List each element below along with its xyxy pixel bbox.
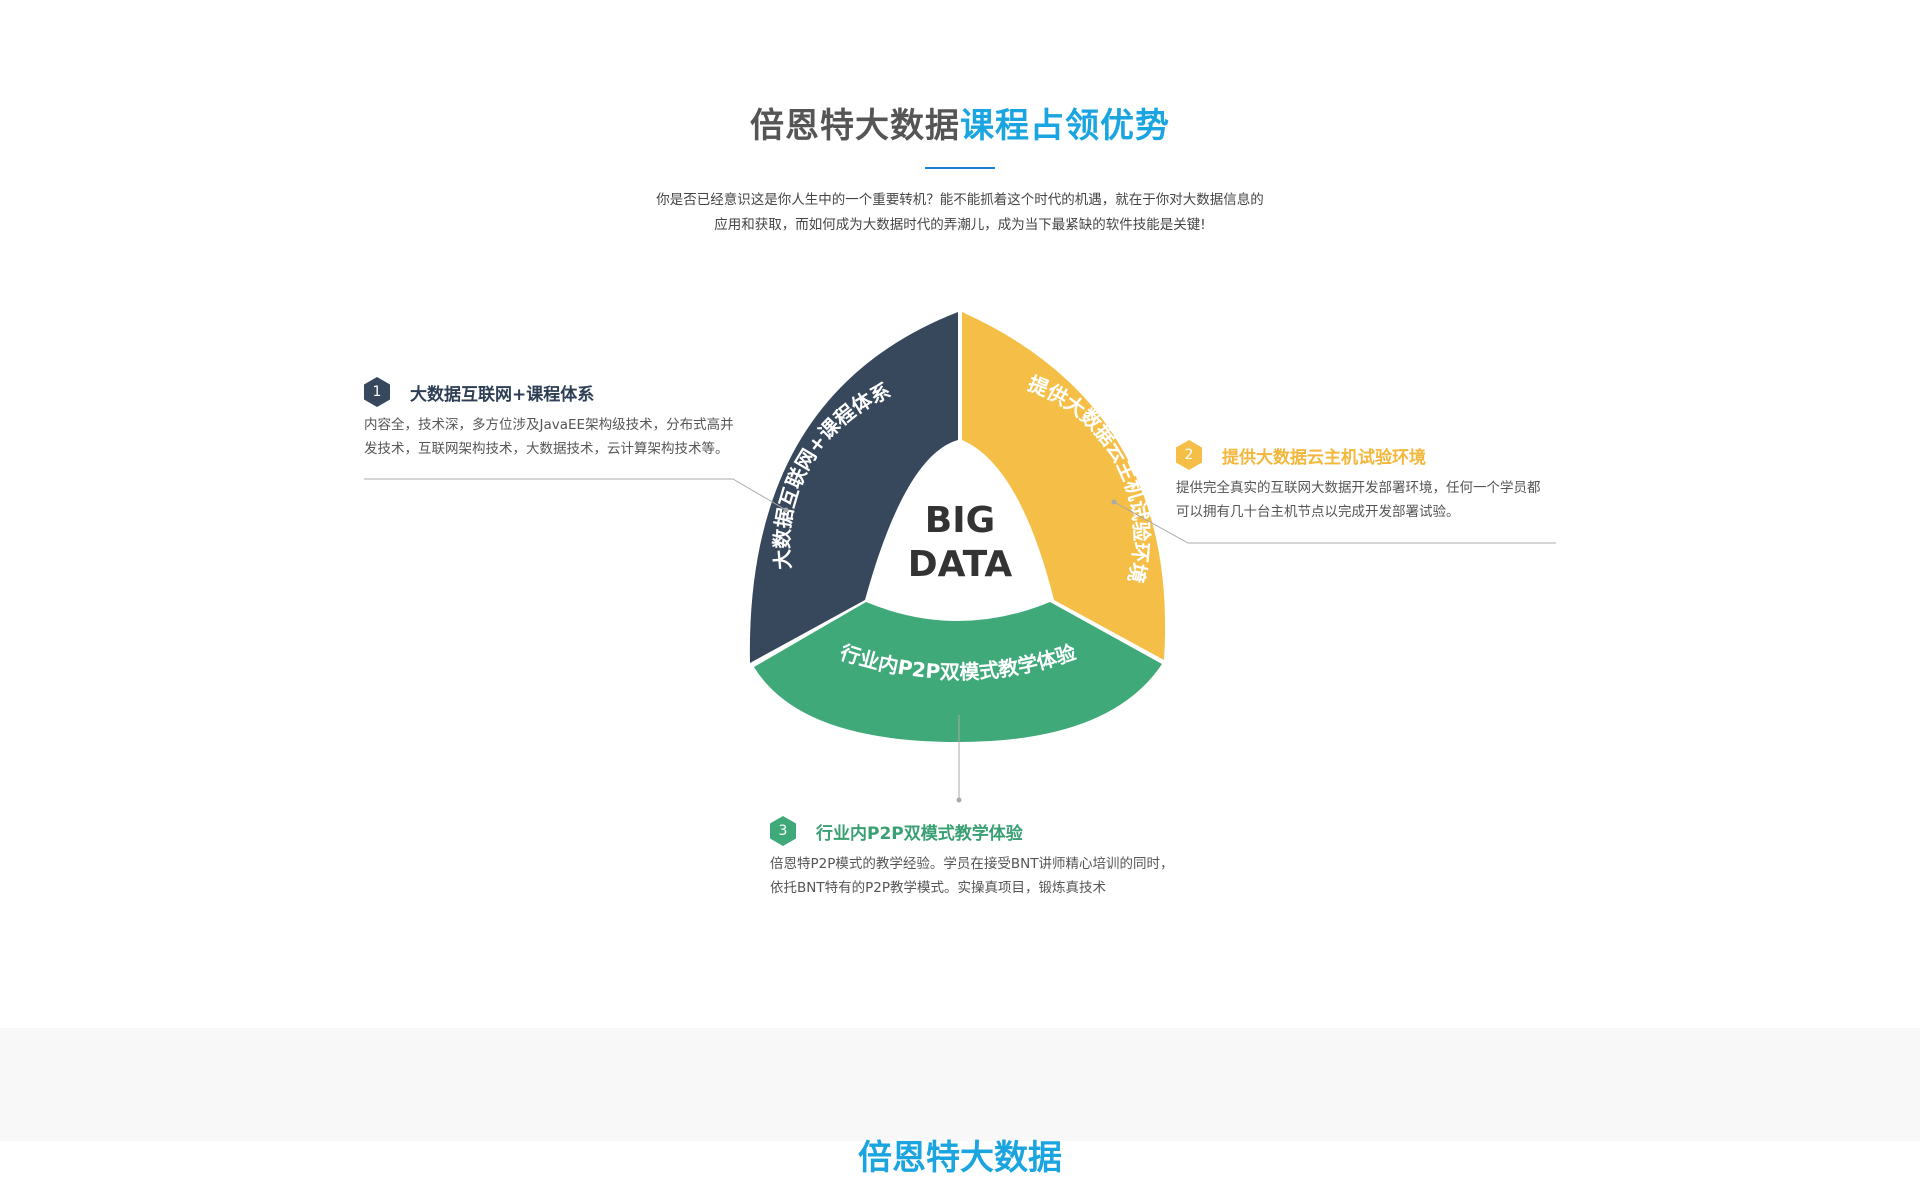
badge-number: 3: [778, 823, 788, 839]
badge-number: 2: [1184, 447, 1194, 463]
center-label-big: BIG: [925, 500, 995, 541]
hexagon-badge-icon: 1: [364, 377, 390, 407]
advantages-section: [0, 0, 1920, 1028]
feature-heading: 3 行业内P2P双模式教学体验: [770, 816, 1023, 846]
intro-line-1: 你是否已经意识这是你人生中的一个重要转机？能不能抓着这个时代的机遇，就在于你对大…: [656, 192, 1264, 208]
hexagon-badge-icon: 3: [770, 816, 796, 846]
feature-desc-line-2: 依托BNT特有的P2P教学模式。实操真项目，锻炼真技术: [770, 880, 1106, 896]
feature-description: 倍恩特P2P模式的教学经验。学员在接受BNT讲师精心培训的同时， 依托BNT特有…: [770, 852, 1173, 900]
feature-title: 大数据互联网+课程体系: [410, 384, 595, 405]
feature-desc-line-2: 可以拥有几十台主机节点以完成开发部署试验。: [1176, 504, 1460, 520]
feature-desc-line-1: 提供完全真实的互联网大数据开发部署环境，任何一个学员都: [1176, 480, 1541, 496]
segment-p2p: [754, 602, 1162, 742]
intro-text: 你是否已经意识这是你人生中的一个重要转机？能不能抓着这个时代的机遇，就在于你对大…: [610, 188, 1310, 238]
feature-heading: 1 大数据互联网+课程体系: [364, 377, 594, 407]
feature-title: 行业内P2P双模式教学体验: [816, 823, 1023, 844]
feature-desc-line-1: 倍恩特P2P模式的教学经验。学员在接受BNT讲师精心培训的同时，: [770, 856, 1174, 872]
connector-line-2: [1113, 501, 1556, 544]
big-data-diagram: 大数据互联网+课程体系 提供大数据云主机试验环境 行业内P2P双模式教学体验 B…: [364, 312, 1556, 803]
feature-description: 内容全，技术深，多方位涉及JavaEE架构级技术，分布式高并 发技术，互联网架构…: [364, 413, 734, 461]
title-part-gray: 倍恩特大数据: [750, 106, 960, 146]
connector-dot-2: [1111, 499, 1117, 505]
connector-dot-3: [956, 797, 962, 803]
title-part-blue: 课程占领优势: [960, 106, 1170, 146]
feature-heading: 2 提供大数据云主机试验环境: [1176, 440, 1426, 470]
page-title: 倍恩特大数据课程占领优势: [0, 100, 1920, 152]
badge-number: 1: [372, 384, 382, 400]
feature-desc-line-2: 发技术，互联网架构技术，大数据技术，云计算架构技术等。: [364, 441, 729, 457]
feature-description: 提供完全真实的互联网大数据开发部署环境，任何一个学员都 可以拥有几十台主机节点以…: [1176, 476, 1541, 524]
hexagon-badge-icon: 2: [1176, 440, 1202, 470]
next-section-title: 倍恩特大数据: [858, 1138, 1062, 1178]
connector-dot-1: [783, 507, 789, 513]
segment-cloud-env: [962, 312, 1166, 660]
connector-line-1: [364, 478, 787, 511]
center-label-data: DATA: [908, 544, 1013, 585]
feature-title: 提供大数据云主机试验环境: [1222, 447, 1426, 468]
segment-curriculum: [749, 312, 958, 663]
feature-desc-line-1: 内容全，技术深，多方位涉及JavaEE架构级技术，分布式高并: [364, 417, 734, 433]
intro-line-2: 应用和获取，而如何成为大数据时代的弄潮儿，成为当下最紧缺的软件技能是关键!: [714, 217, 1206, 233]
title-underline: [925, 167, 995, 169]
next-section: [0, 1028, 1920, 1141]
